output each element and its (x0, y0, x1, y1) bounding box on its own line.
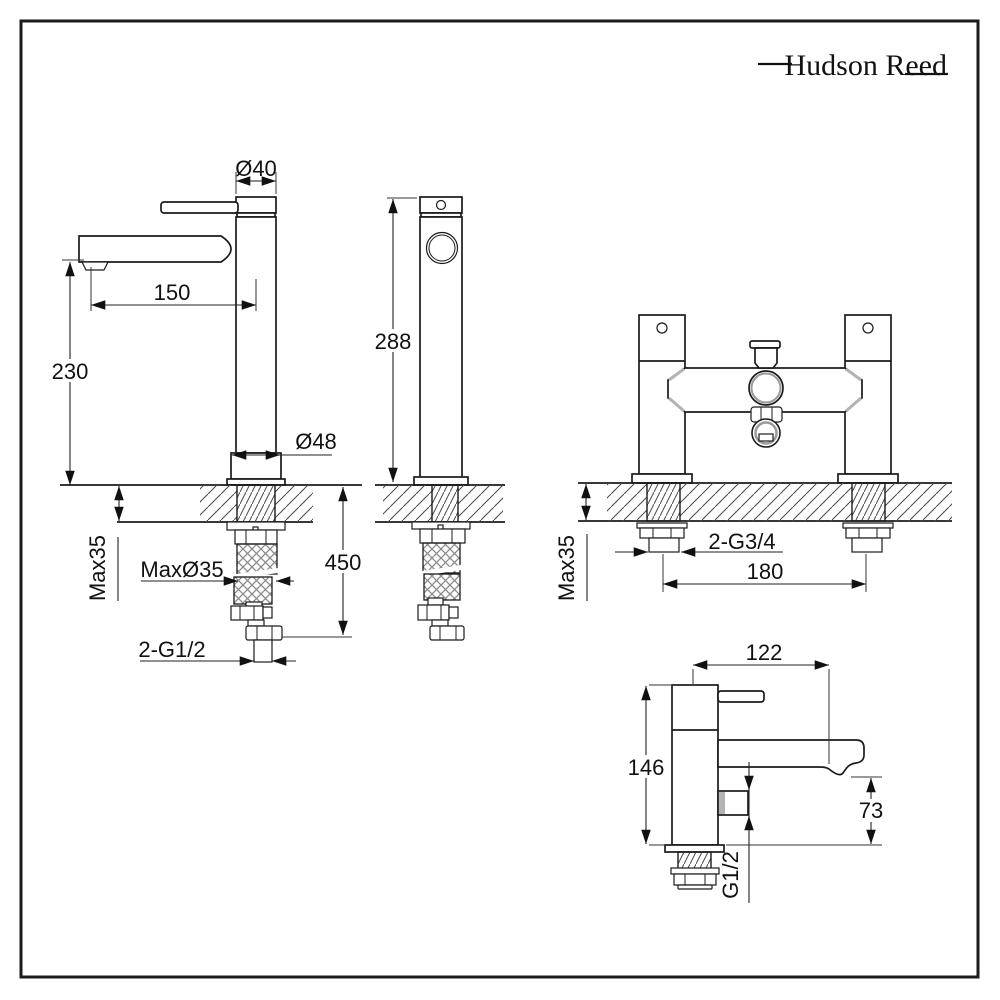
sheet-border (19, 19, 980, 979)
basin-mixer-front-dimensions: 288 (374, 197, 417, 482)
basin-mixer-side-dimensions: Ø40 150 230 Ø48 Max35 MaxØ35 450 2-G1/2 (52, 156, 362, 666)
basin-mixer-front-view (375, 196, 505, 641)
dim-max-deck-thickness: Max35 (85, 535, 110, 601)
bath-mixer-front-dimensions: Max35 2-G3/4 180 (554, 484, 867, 601)
dim-spout-diameter: Ø40 (235, 156, 277, 181)
bath-mixer-side-view (664, 684, 865, 890)
dim-max-deck-thickness-bath: Max35 (554, 535, 579, 601)
brand-logo: Hudson Reed (758, 49, 948, 82)
dim-spout-clearance: 73 (859, 798, 883, 823)
dim-body-height-bath: 146 (628, 755, 665, 780)
dim-inlet-connections-bath: 2-G3/4 (708, 529, 775, 554)
dim-base-diameter: Ø48 (295, 429, 337, 454)
dim-max-hole-diameter: MaxØ35 (140, 557, 223, 582)
bath-mixer-side-dimensions: 122 146 73 G1/2 (627, 640, 885, 903)
brand-logo-text: Hudson Reed (785, 49, 947, 82)
dim-spout-reach-bath: 122 (746, 640, 783, 665)
dim-tap-centres: 180 (747, 559, 784, 584)
bath-mixer-front-view (578, 314, 952, 553)
dim-hose-length: 450 (325, 550, 362, 575)
dim-shower-outlet: G1/2 (718, 851, 743, 899)
dim-spout-height: 230 (52, 359, 89, 384)
dim-body-height: 288 (375, 329, 412, 354)
dim-spout-reach: 150 (154, 280, 191, 305)
dim-inlet-connections: 2-G1/2 (138, 637, 205, 662)
